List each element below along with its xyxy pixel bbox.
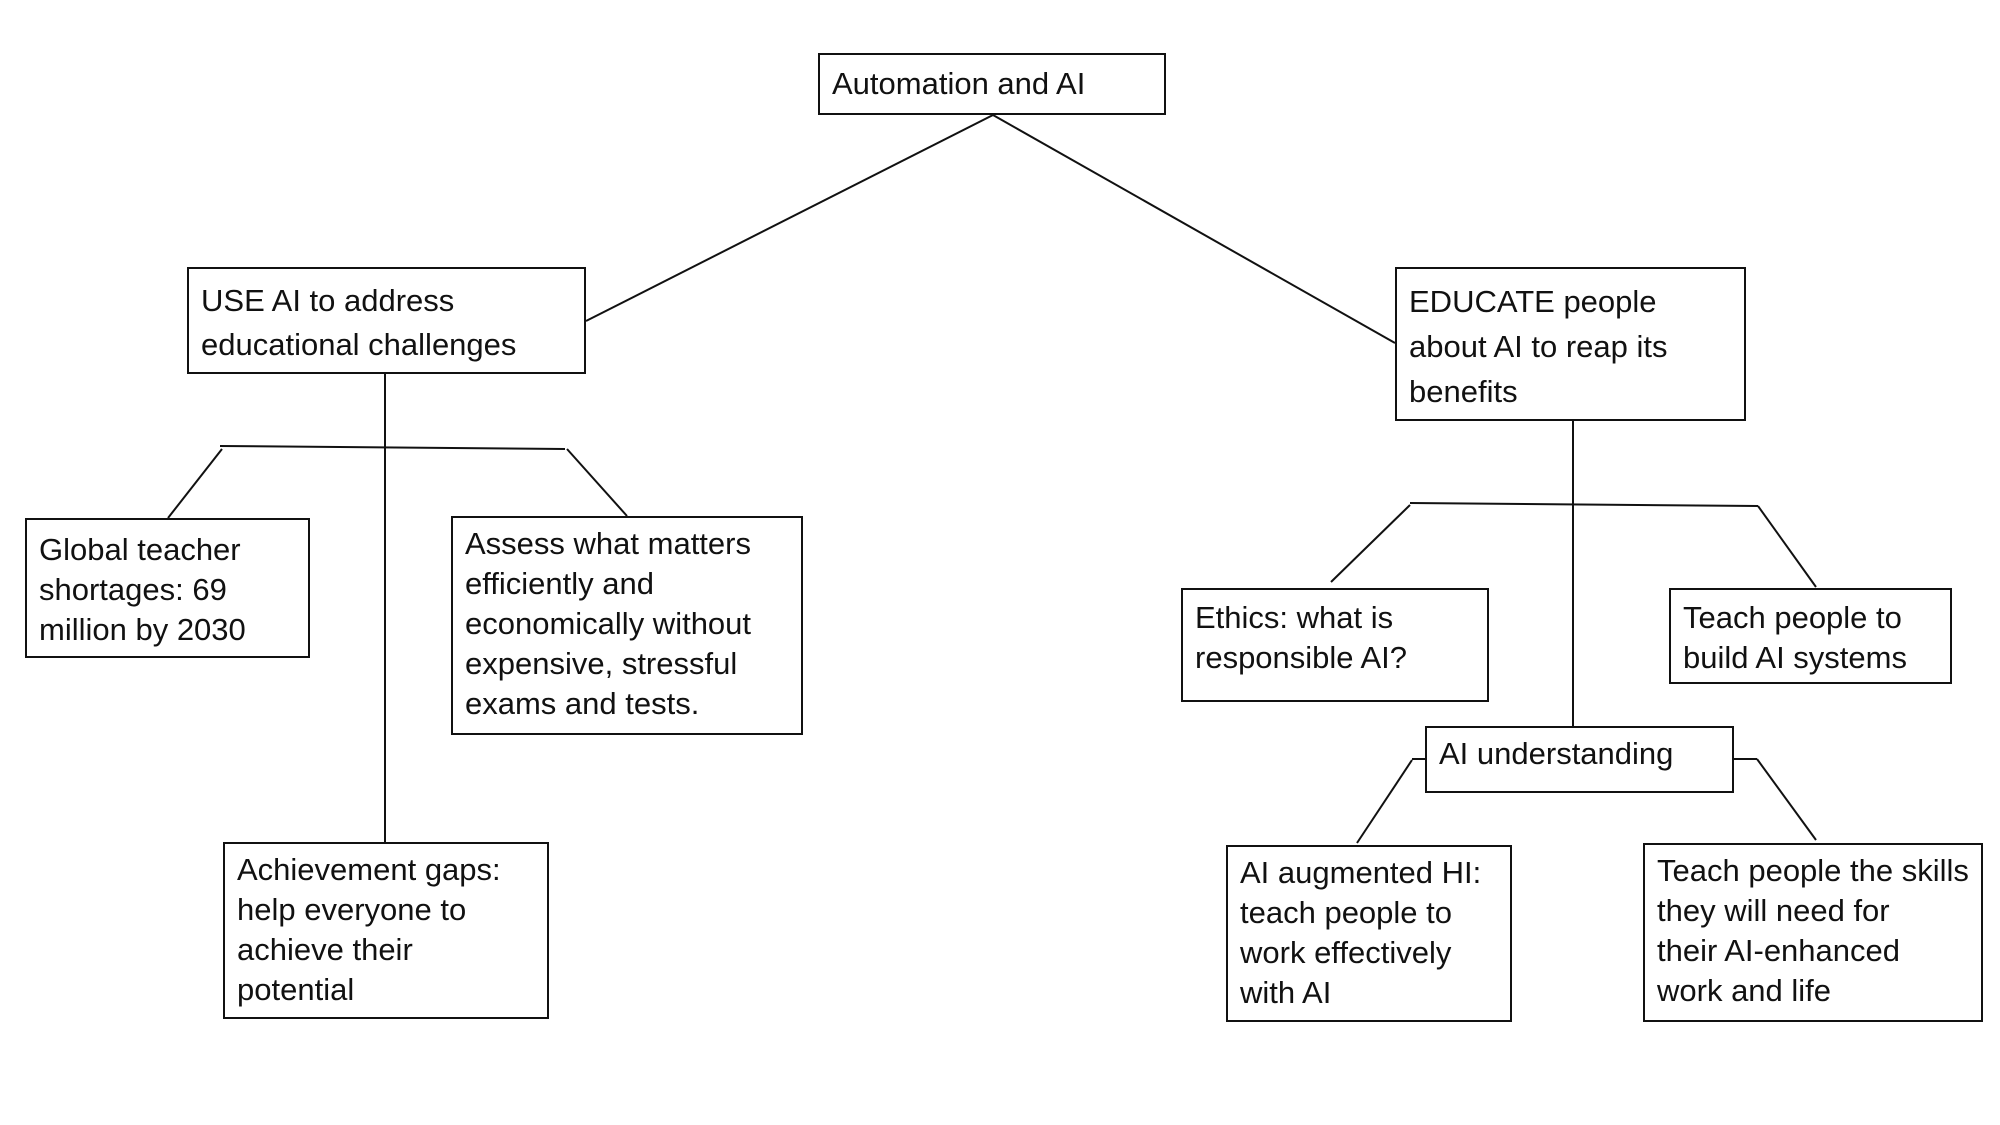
node-assess-what-matters: Assess what matters efficiently and econ… bbox=[451, 516, 803, 735]
node-teach-build-ai: Teach people to build AI systems bbox=[1669, 588, 1952, 684]
node-ai-augmented-hi: AI augmented HI: teach people to work ef… bbox=[1226, 845, 1512, 1022]
node-use-ai: USE AI to address educational challenges bbox=[187, 267, 586, 374]
node-educate-people: EDUCATE people about AI to reap its bene… bbox=[1395, 267, 1746, 421]
node-automation-and-ai: Automation and AI bbox=[818, 53, 1166, 115]
edge-und-to-skills bbox=[1756, 758, 1817, 841]
edge-root-to-use bbox=[585, 114, 994, 322]
edge-root-to-educate bbox=[992, 114, 1396, 344]
node-teach-skills: Teach people the skills they will need f… bbox=[1643, 843, 1983, 1022]
edge-educate-bracket bbox=[1409, 502, 1759, 507]
node-ethics: Ethics: what is responsible AI? bbox=[1181, 588, 1489, 702]
edge-und-to-augmented bbox=[1356, 759, 1413, 844]
node-achievement-gaps: Achievement gaps: help everyone to achie… bbox=[223, 842, 549, 1019]
node-global-teacher-shortages: Global teacher shortages: 69 million by … bbox=[25, 518, 310, 658]
edge-use-to-assess bbox=[566, 448, 628, 517]
edge-use-to-global bbox=[167, 448, 223, 519]
node-ai-understanding: AI understanding bbox=[1425, 726, 1734, 793]
edge-use-bracket bbox=[219, 445, 566, 450]
edge-educate-to-ethics bbox=[1330, 504, 1411, 583]
edge-educate-to-teachbuild bbox=[1757, 505, 1817, 588]
